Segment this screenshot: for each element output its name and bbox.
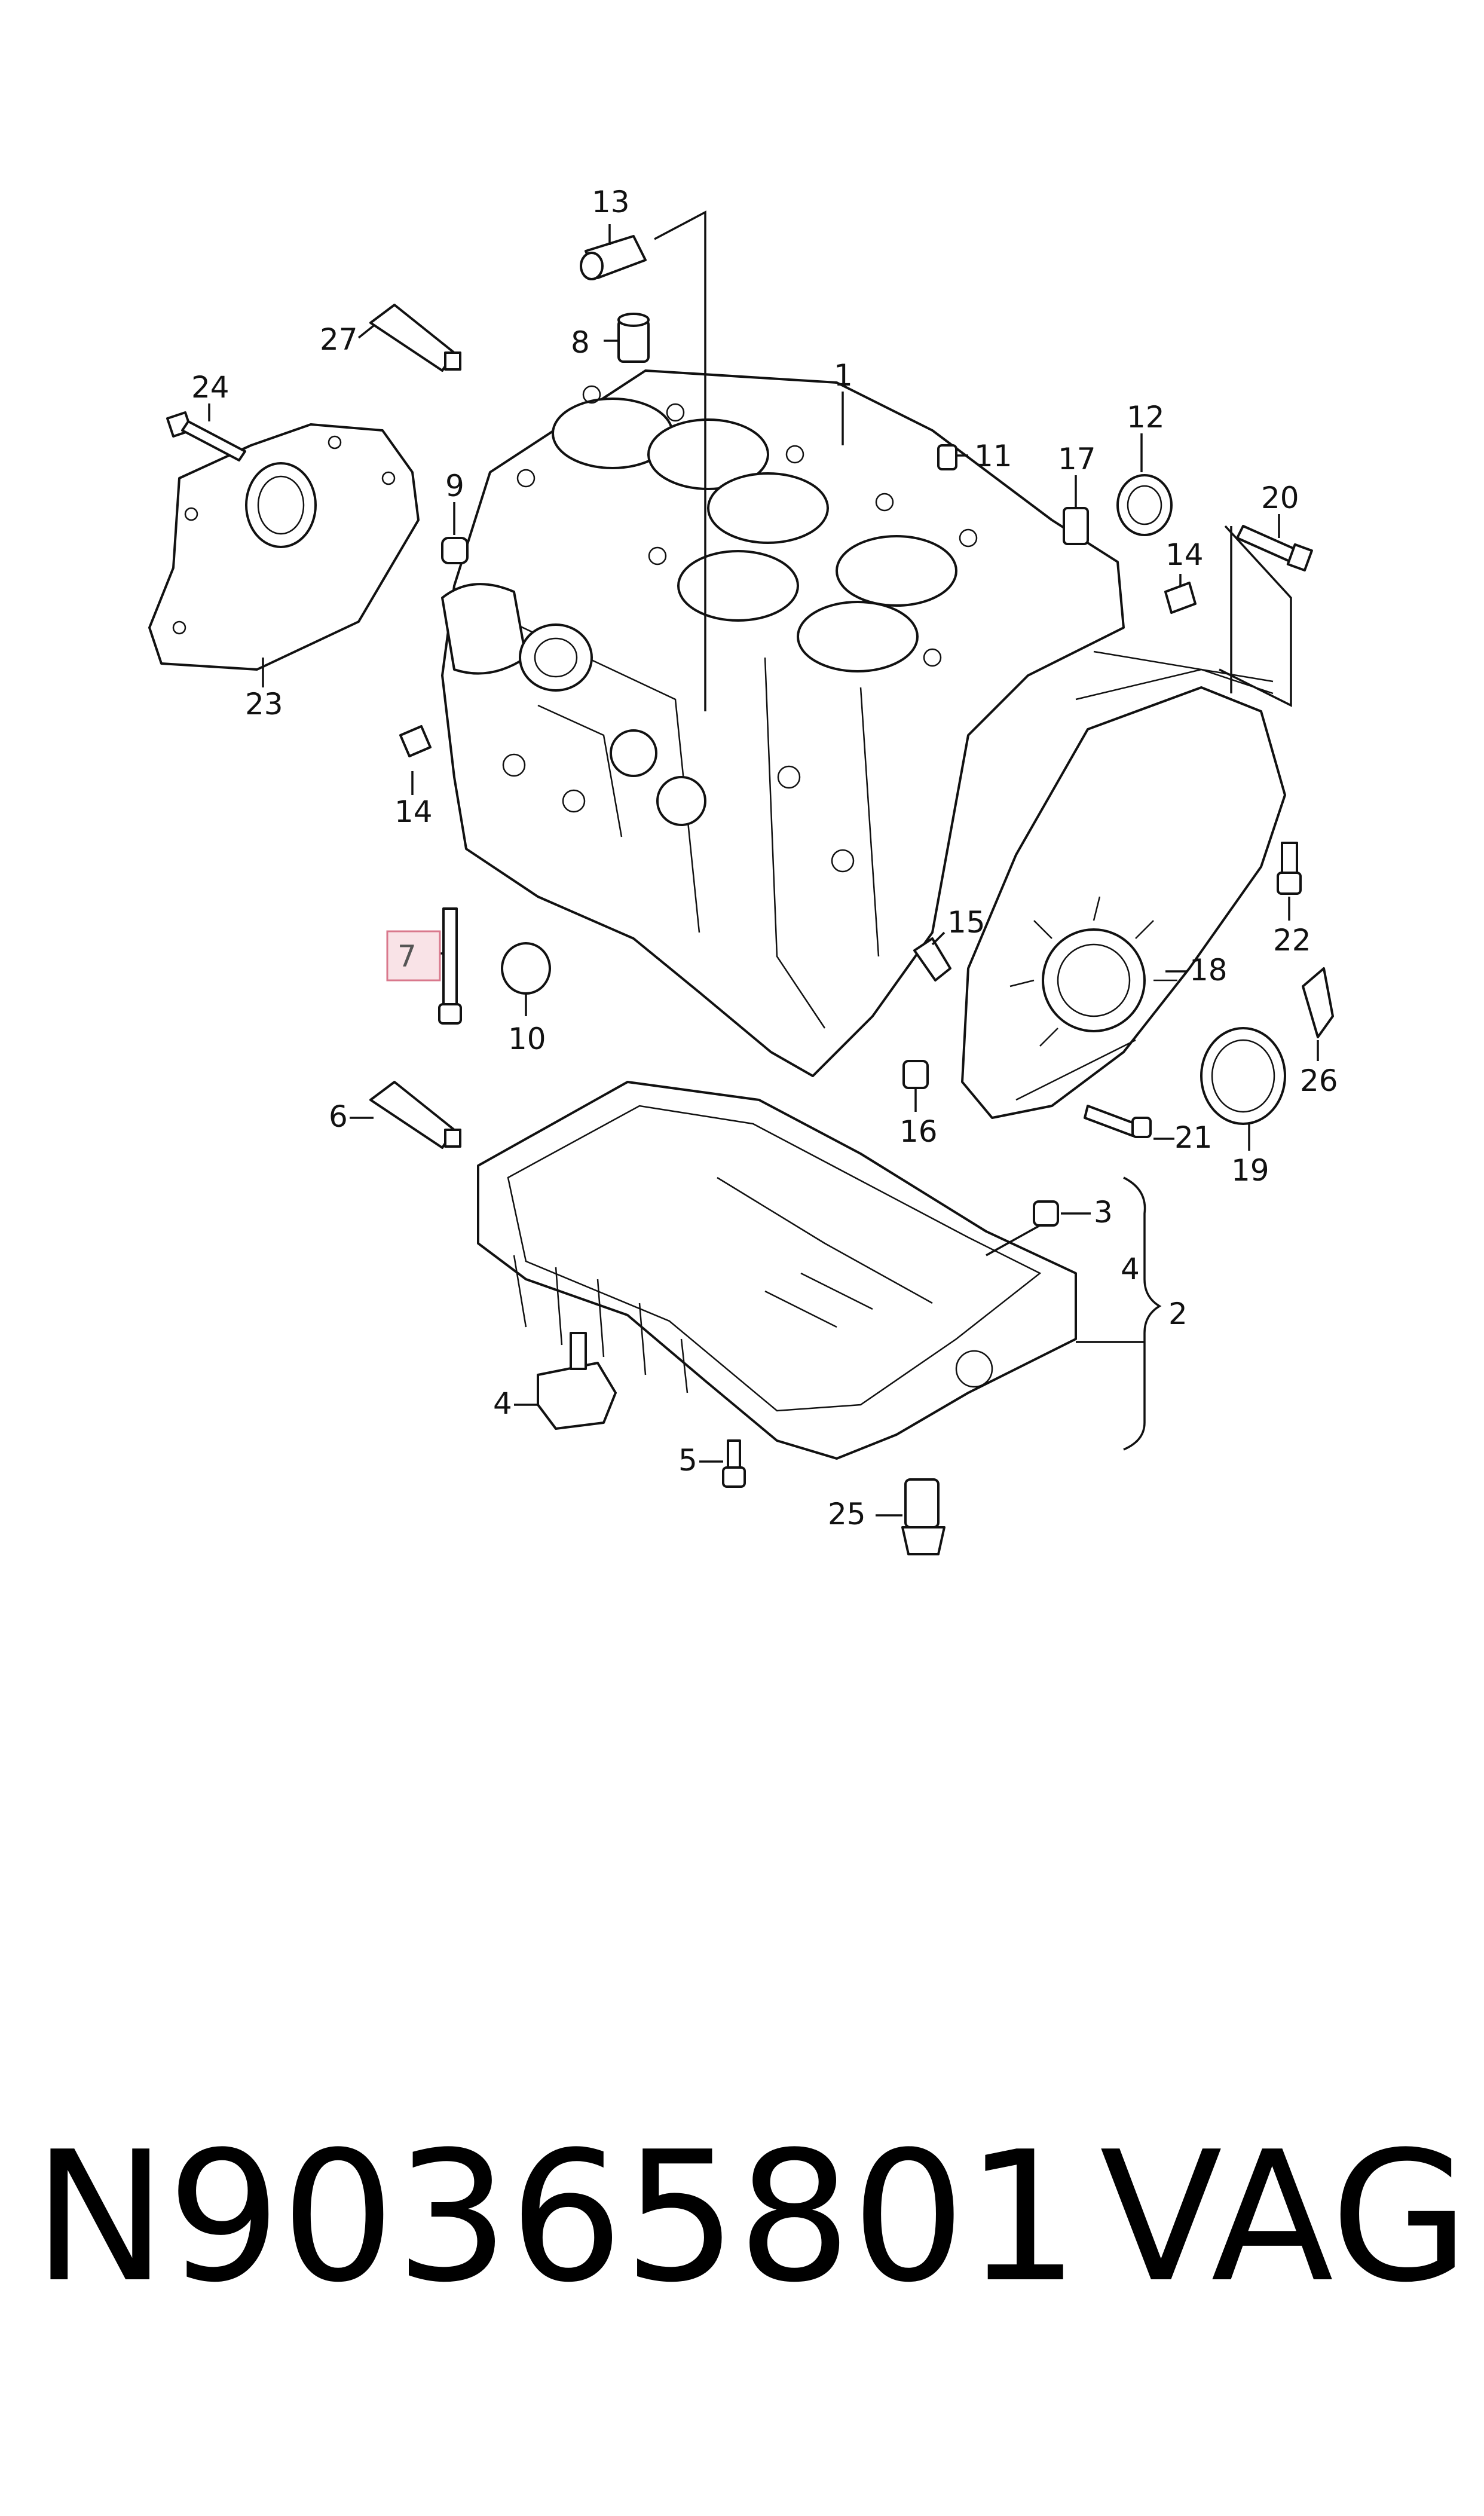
- highlight-box-7: [386, 930, 441, 982]
- bolt-20: [1236, 525, 1313, 572]
- callout-14-top: 14: [1165, 537, 1204, 572]
- sleeve-16: [902, 1060, 929, 1089]
- drain-plug-3: [1033, 1200, 1059, 1227]
- callout-1: 1: [834, 358, 853, 393]
- callout-22: 22: [1273, 923, 1311, 958]
- rear-cover: [148, 423, 420, 671]
- callout-11: 11: [974, 439, 1012, 473]
- callout-6: 6: [329, 1099, 348, 1134]
- bolt-7: [438, 907, 462, 1025]
- callout-10: 10: [508, 1022, 546, 1056]
- dowel-pin-13: [580, 235, 647, 280]
- callout-19: 19: [1231, 1153, 1269, 1188]
- callout-13: 13: [592, 185, 630, 219]
- bolt-21: [1084, 1105, 1152, 1138]
- oil-sensor-4: [537, 1332, 617, 1430]
- leader-lines: [208, 210, 1319, 1517]
- callout-14-left: 14: [394, 794, 433, 829]
- sealant-tube-6: [369, 1081, 461, 1149]
- callout-3: 3: [1094, 1195, 1113, 1230]
- bolt-5: [722, 1439, 746, 1488]
- plug-10: [501, 942, 551, 995]
- sleeve-14-top: [1164, 582, 1197, 614]
- sleeve-14-left: [399, 725, 432, 757]
- part-number-caption: N90365801: [33, 2113, 1080, 2322]
- plug-8: [617, 313, 650, 363]
- callout-12: 12: [1127, 400, 1165, 435]
- sleeve-17: [1063, 507, 1089, 545]
- sensor-25: [901, 1478, 946, 1555]
- callout-8: 8: [571, 325, 590, 360]
- bolt-22: [1277, 842, 1302, 895]
- plug-9: [441, 537, 469, 564]
- callout-25: 25: [828, 1497, 866, 1531]
- callout-15: 15: [947, 905, 986, 940]
- callout-labels: 13 8 27 24 9 1 11 12 17 20 14 23 14 22 1…: [191, 185, 1338, 1531]
- oil-pan: [477, 1081, 1077, 1460]
- callout-5: 5: [678, 1443, 697, 1478]
- callout-9: 9: [445, 469, 464, 503]
- callout-7: 7: [397, 939, 417, 974]
- callout-4-right: 4: [1121, 1252, 1140, 1286]
- sealant-tube-27: [369, 304, 461, 372]
- callout-20: 20: [1261, 481, 1299, 515]
- callout-24: 24: [191, 370, 230, 405]
- callout-16: 16: [899, 1114, 938, 1149]
- callout-18: 18: [1189, 953, 1228, 988]
- seal-ring-19: [1200, 1027, 1286, 1125]
- callout-27: 27: [320, 322, 358, 357]
- timing-cover: [961, 650, 1286, 1119]
- bolt-24: [166, 411, 246, 461]
- callout-2: 2: [1168, 1297, 1188, 1331]
- callout-21: 21: [1174, 1120, 1213, 1155]
- dowel-11: [937, 444, 957, 470]
- callout-26: 26: [1300, 1063, 1338, 1098]
- callout-4-left: 4: [493, 1386, 512, 1421]
- sensor-15: [913, 937, 951, 982]
- seal-12: [1116, 474, 1173, 536]
- engine-block: [441, 369, 1125, 1077]
- brand-caption: VAG: [1100, 2113, 1470, 2322]
- callout-23: 23: [245, 687, 283, 722]
- seal-26: [1302, 967, 1334, 1038]
- callout-17: 17: [1058, 442, 1096, 476]
